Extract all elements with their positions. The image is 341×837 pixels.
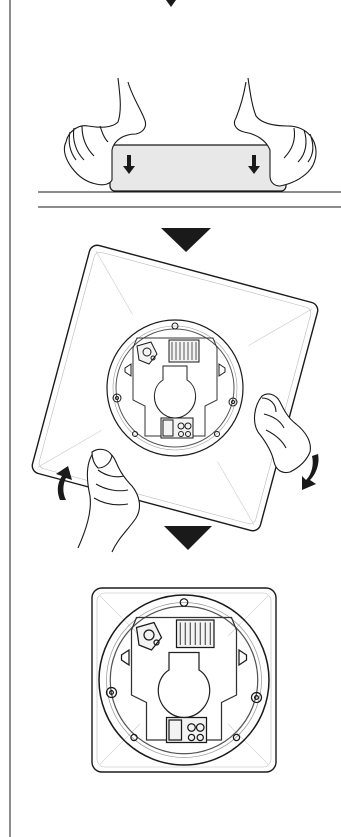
top-arrow-tip [166, 0, 176, 7]
device-body [110, 145, 286, 191]
step-press-down [38, 78, 341, 207]
step-connector-triangle [164, 526, 212, 550]
step-connector-triangle [161, 228, 211, 252]
step-mounted-result [92, 588, 276, 772]
step-rotate-into-place [30, 243, 319, 552]
